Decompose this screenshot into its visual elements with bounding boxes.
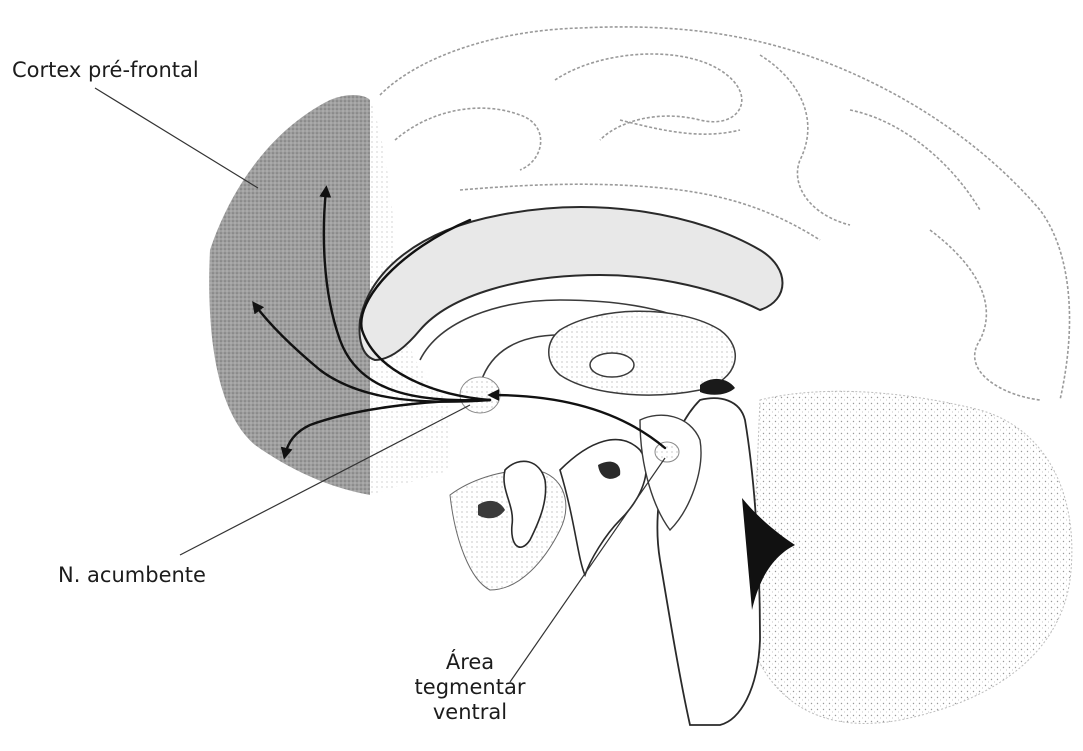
prefrontal-cortex-region <box>209 95 370 495</box>
label-vta-line-2: tegmentar <box>395 675 545 700</box>
cerebellum <box>750 391 1072 723</box>
vta-area <box>655 442 679 462</box>
massa-intermedia <box>590 353 634 377</box>
label-vta-line-1: Área <box>395 650 545 675</box>
mesolimbic-pathway <box>492 395 665 448</box>
label-prefrontal-cortex: Cortex pré-frontal <box>12 58 199 83</box>
label-nucleus-accumbens: N. acumbente <box>58 563 206 588</box>
leader-cortex <box>95 88 258 188</box>
label-vta-line-3: ventral <box>395 700 545 725</box>
label-vta: Área tegmentar ventral <box>395 650 545 726</box>
